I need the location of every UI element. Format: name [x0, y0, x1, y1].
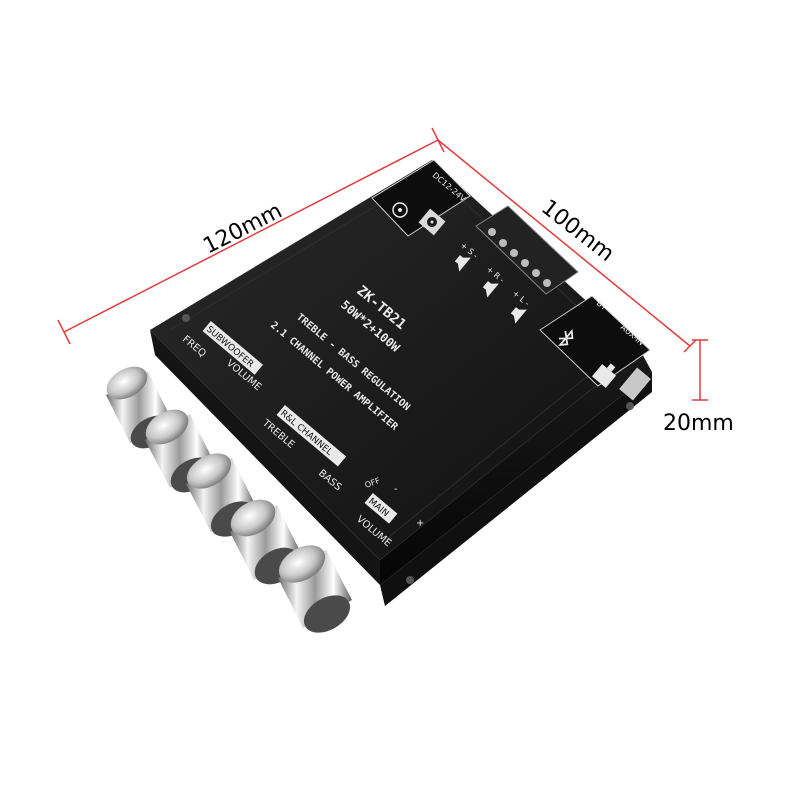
- knob-main-volume[interactable]: [272, 538, 356, 641]
- length-dimension-tick-left: [57, 319, 71, 345]
- mount-hole: [626, 402, 634, 410]
- terminal-screws: [488, 228, 551, 287]
- mount-hole: [406, 576, 414, 584]
- side-wall-right: [380, 350, 652, 585]
- power-jack-icon: [392, 202, 408, 218]
- aux-socket: [619, 367, 651, 401]
- terminal-screw: [521, 259, 529, 267]
- terminal-block: [475, 205, 579, 295]
- length-dimension-line: [63, 139, 439, 333]
- plus-label: +: [416, 518, 424, 529]
- terminal-screw: [510, 249, 518, 257]
- terminal-screw: [488, 228, 496, 236]
- speaker-icon: [482, 281, 499, 298]
- amplifier-board: DC12-24V + S - + R - + L -: [106, 159, 652, 641]
- terminal-screw: [532, 269, 540, 277]
- minus-label: -: [394, 484, 398, 495]
- connector-strip: [371, 159, 471, 237]
- dc-socket: [418, 208, 446, 236]
- bluetooth-icon: [558, 328, 574, 346]
- mount-hole: [182, 314, 190, 322]
- io-panel: [539, 295, 651, 387]
- side-wall-front: [150, 330, 380, 585]
- width-dimension-tick: [683, 339, 697, 353]
- aux-jack-icon: [591, 363, 617, 388]
- terminal-screw: [543, 279, 551, 287]
- height-dimension-label: 20mm: [663, 411, 734, 436]
- length-dimension-label: 120mm: [199, 199, 286, 260]
- speaker-icon: [454, 255, 471, 272]
- width-dimension-line: [437, 139, 691, 347]
- terminal-screw: [499, 239, 507, 247]
- speaker-icon: [510, 307, 527, 324]
- pcb-edge: [380, 372, 652, 606]
